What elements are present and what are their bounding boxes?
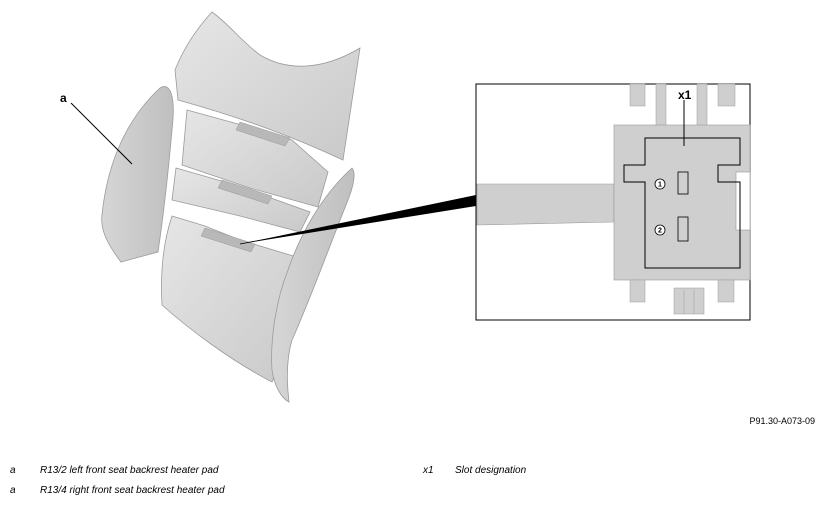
callout-line-a [70, 102, 133, 165]
inset-right-cutout [735, 171, 751, 231]
inset-top-stem-2 [696, 83, 708, 127]
slot-2 [677, 216, 689, 242]
legend-key-3: x1 [423, 465, 434, 476]
slot-2-number: 2 [658, 228, 662, 235]
legend-key-1: a [10, 465, 16, 476]
inset-top-stem-1 [655, 83, 667, 127]
callout-label-a: a [60, 91, 67, 105]
figure-id: P91.30-A073-09 [749, 416, 815, 426]
top-pad [174, 11, 361, 161]
detail-inset: 1 2 x1 [475, 83, 751, 321]
inset-bottom-pin-block [673, 287, 705, 315]
slot-1-marker [654, 178, 666, 190]
inset-connector-body [613, 124, 751, 281]
slot-2-marker [654, 224, 666, 236]
inset-cable [476, 183, 615, 226]
zoom-leader [240, 195, 476, 244]
inset-bottom-tab-1 [629, 279, 646, 303]
zoom-leader-line [239, 199, 477, 245]
inset-top-tab-1 [629, 83, 646, 107]
middle-strip-tab [217, 179, 273, 205]
lower-pad-tab [200, 227, 256, 253]
inset-connector-outline [623, 137, 741, 269]
left-bolster-pad [101, 86, 174, 263]
legend-text-1: R13/2 left front seat backrest heater pa… [40, 465, 219, 476]
legend-text-3: Slot designation [455, 465, 527, 476]
slot-1-number: 1 [658, 182, 662, 189]
legend-key-2: a [10, 485, 16, 496]
upper-strip-tab [235, 121, 291, 147]
inset-bottom-tab-2 [717, 279, 735, 303]
slot-1 [677, 171, 689, 195]
inset-top-tab-2 [717, 83, 736, 107]
callout-label-x1: x1 [678, 88, 692, 102]
legend-text-2: R13/4 right front seat backrest heater p… [40, 485, 225, 496]
